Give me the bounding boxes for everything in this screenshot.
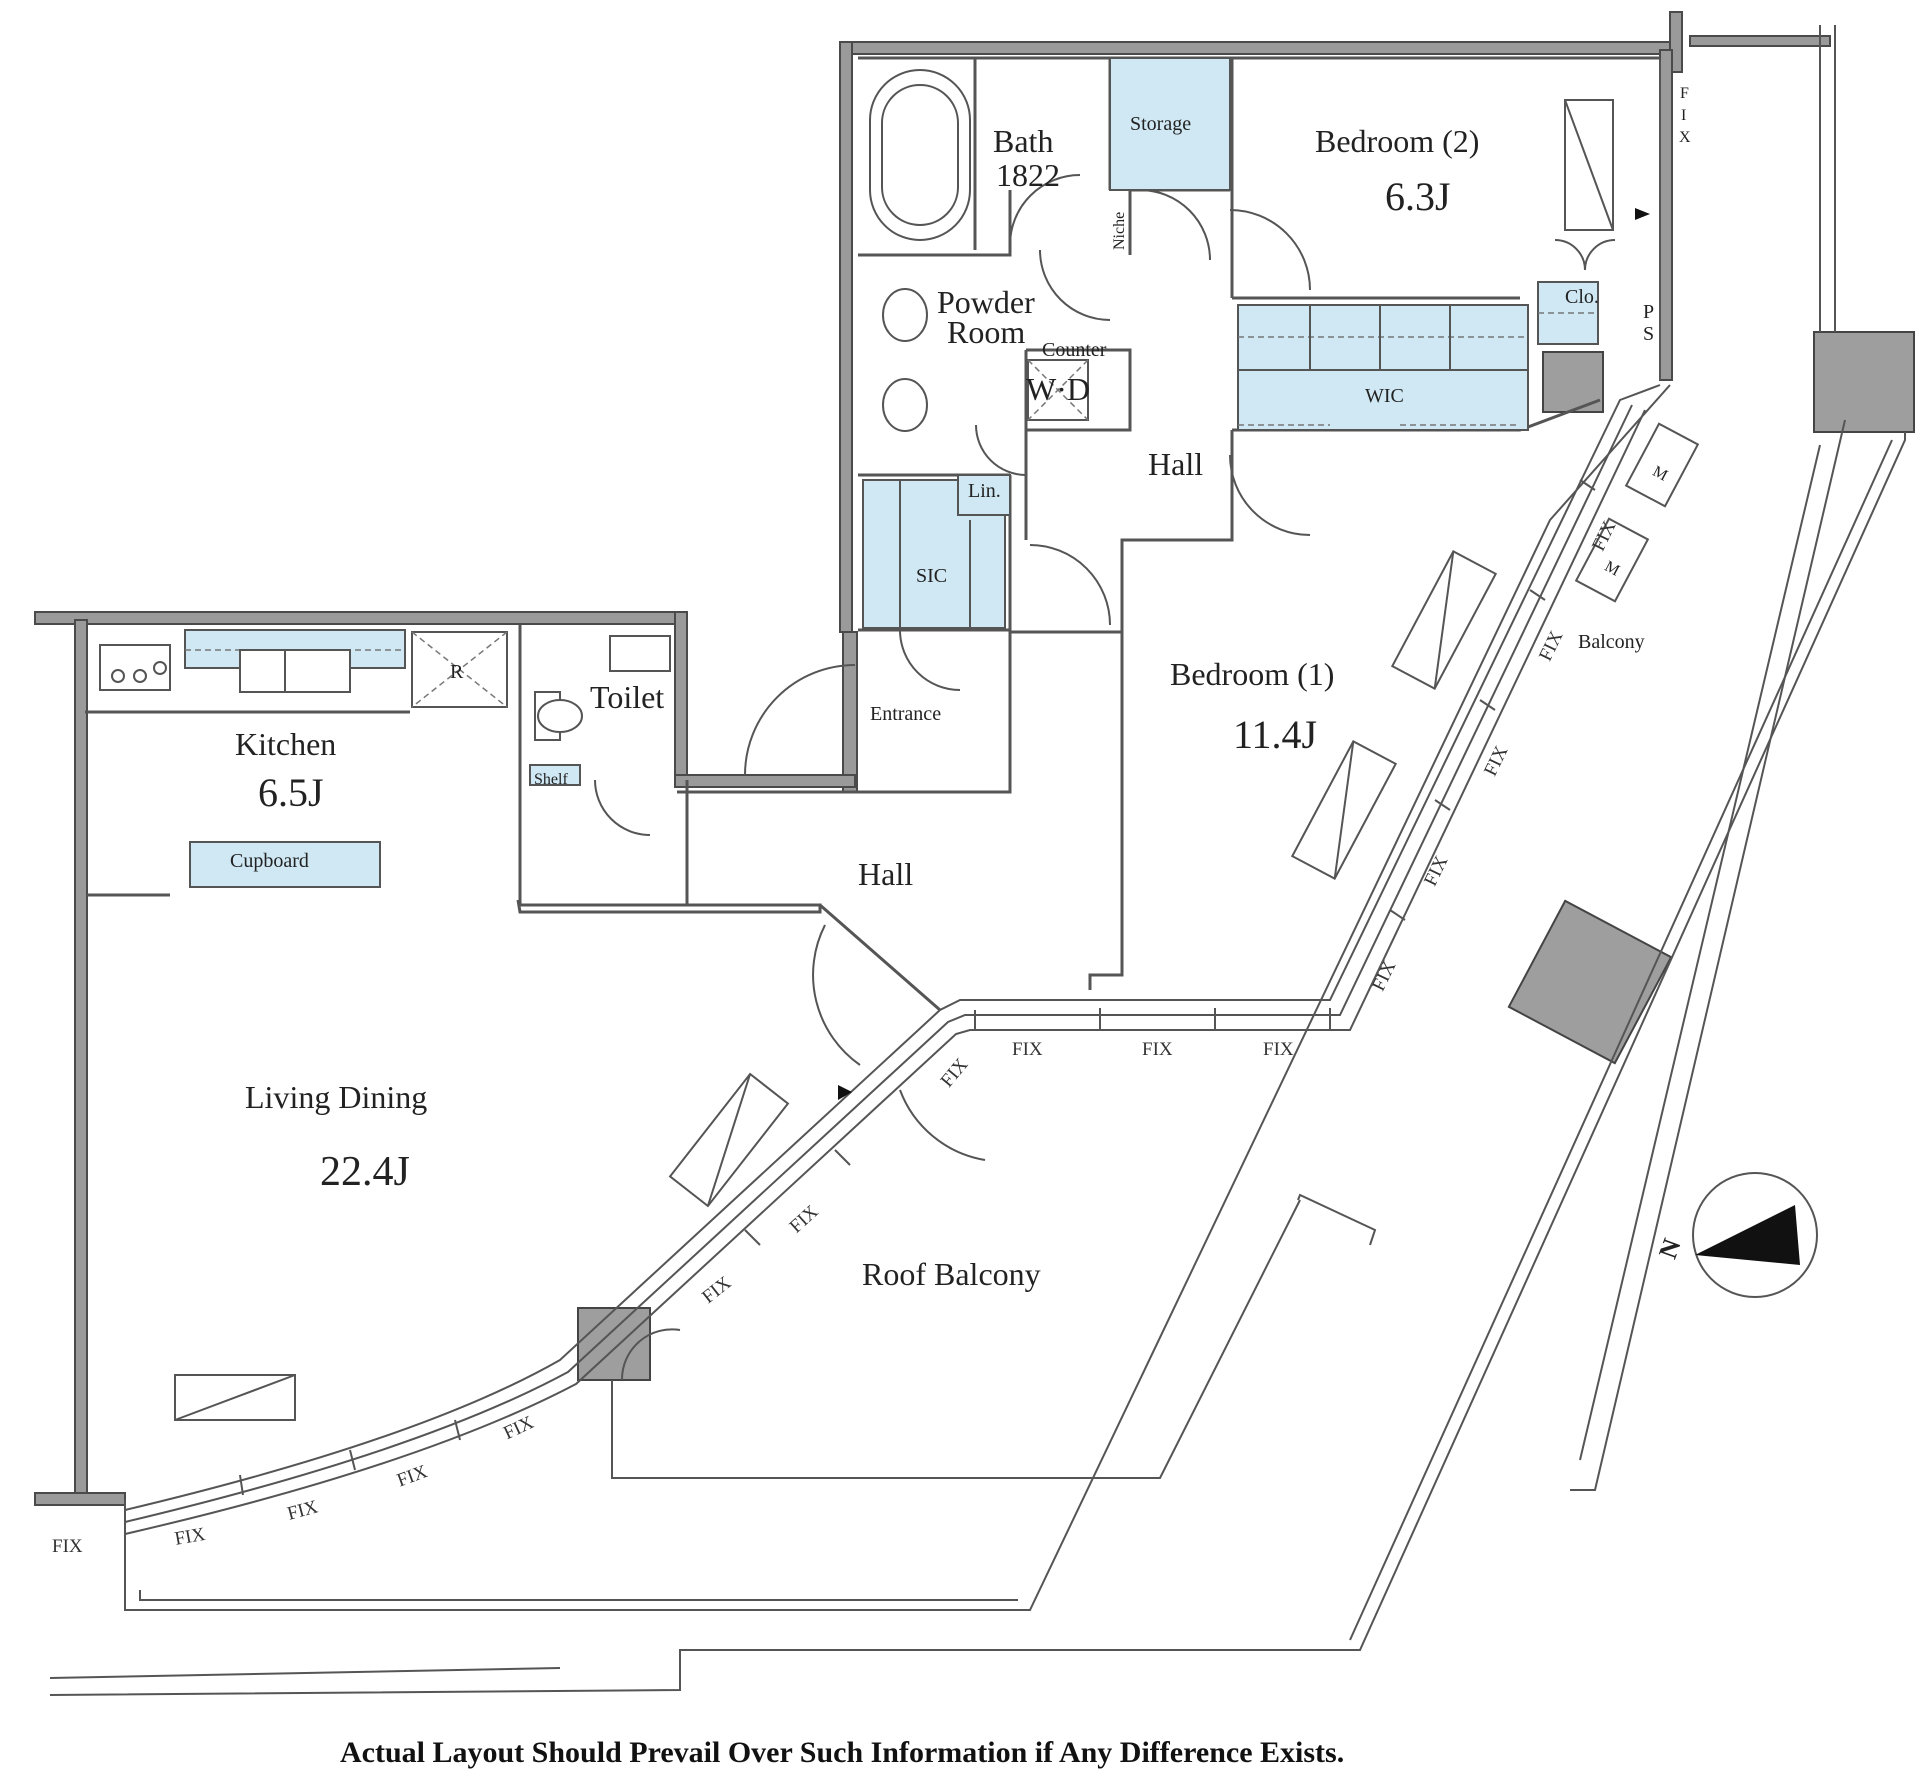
cupboard-label: Cupboard bbox=[230, 850, 309, 872]
column-right bbox=[1507, 899, 1673, 1065]
lin-label: Lin. bbox=[968, 480, 1001, 502]
fix-vertical-x: X bbox=[1679, 129, 1691, 146]
fix-label: FIX bbox=[394, 1461, 430, 1491]
outer-walls bbox=[34, 11, 1915, 1506]
fix-vertical-f: F bbox=[1680, 85, 1689, 102]
powder-room-label-line1: Powder bbox=[937, 284, 1035, 320]
column-living bbox=[577, 1307, 651, 1381]
compass: N bbox=[1653, 1172, 1818, 1298]
room-labels: Bath 1822 Storage Bedroom (2) 6.3J Niche… bbox=[230, 113, 1670, 1292]
niche-label: Niche bbox=[1111, 212, 1128, 250]
bathtub-inner bbox=[881, 84, 959, 226]
sink-1 bbox=[882, 288, 928, 342]
toilet-label: Toilet bbox=[590, 679, 664, 715]
burner-1 bbox=[111, 669, 125, 683]
ps-label-line1: P bbox=[1643, 301, 1654, 323]
m-unit-label-1: M bbox=[1650, 463, 1671, 485]
kitchen-top-wall bbox=[34, 611, 686, 625]
fix-label: FIX bbox=[1420, 852, 1452, 889]
storage-label: Storage bbox=[1130, 113, 1191, 135]
wic-label: WIC bbox=[1365, 385, 1404, 407]
lin-storage bbox=[957, 474, 1011, 516]
roof-balcony-label: Roof Balcony bbox=[862, 1256, 1041, 1292]
left-bottom-wall bbox=[34, 1492, 126, 1506]
sink-2 bbox=[882, 378, 928, 432]
roof-balcony-outlines bbox=[49, 25, 1906, 1696]
fix-label: FIX bbox=[1012, 1039, 1043, 1060]
kitchen-label: Kitchen bbox=[235, 726, 336, 762]
top-balcony-wall bbox=[1689, 35, 1831, 47]
refrigerator-label: R bbox=[450, 661, 464, 683]
fix-label: FIX bbox=[937, 1054, 973, 1091]
curved-facade bbox=[124, 60, 1671, 1611]
kitchen-size-label: 6.5J bbox=[258, 770, 324, 815]
wic-storage bbox=[1237, 304, 1529, 431]
living-dining-size-label: 22.4J bbox=[320, 1149, 410, 1195]
counter-label: Counter bbox=[1042, 339, 1107, 361]
m-unit-2 bbox=[1574, 517, 1650, 603]
m-unit-label-2: M bbox=[1602, 558, 1623, 580]
column-top-right bbox=[1813, 331, 1915, 433]
sic-label: SIC bbox=[916, 565, 947, 587]
upper-left-wall bbox=[839, 41, 853, 633]
bath-size-label: 1822 bbox=[996, 157, 1060, 193]
fix-label: FIX bbox=[1368, 957, 1400, 994]
fix-label: FIX bbox=[173, 1524, 207, 1550]
bath-label: Bath bbox=[993, 123, 1053, 159]
fix-labels: FIX FIX FIX FIX FIX FIX FIX FIX FIX FIX … bbox=[52, 85, 1691, 1557]
shelf-storage bbox=[529, 764, 581, 786]
kitchen-sink bbox=[239, 649, 351, 693]
fix-label: FIX bbox=[52, 1536, 83, 1557]
left-wall bbox=[74, 619, 88, 1506]
cupboard-storage bbox=[189, 841, 381, 888]
disclaimer-text: Actual Layout Should Prevail Over Such I… bbox=[340, 1736, 1344, 1769]
bedroom1-label: Bedroom (1) bbox=[1170, 656, 1334, 692]
wd-label: W·D bbox=[1026, 371, 1090, 407]
toilet-bowl bbox=[537, 699, 583, 733]
ps-label-line2: S bbox=[1643, 323, 1654, 345]
kitchen-right-wall bbox=[674, 611, 688, 783]
living-marker-icon bbox=[838, 1085, 852, 1100]
fix-label: FIX bbox=[285, 1496, 320, 1524]
clo-label: Clo. bbox=[1565, 286, 1599, 308]
bedroom2-size-label: 6.3J bbox=[1385, 174, 1451, 219]
top-wall bbox=[839, 41, 1676, 55]
entry-marker-icon bbox=[1635, 208, 1650, 220]
fix-label: FIX bbox=[1142, 1039, 1173, 1060]
m-unit-1 bbox=[1624, 422, 1700, 508]
balcony-label: Balcony bbox=[1578, 631, 1645, 653]
compass-needle-icon bbox=[1695, 1205, 1800, 1265]
compass-north-label: N bbox=[1653, 1235, 1687, 1263]
entrance-wall bbox=[842, 631, 858, 793]
hall-lower-label: Hall bbox=[858, 856, 913, 892]
bedroom2-right-wall bbox=[1659, 49, 1673, 381]
burner-2 bbox=[133, 669, 147, 683]
window-dividers bbox=[239, 479, 1596, 1496]
doors bbox=[594, 174, 1616, 1381]
fix-label: FIX bbox=[698, 1272, 735, 1308]
bedroom2-label: Bedroom (2) bbox=[1315, 123, 1479, 159]
burner-3 bbox=[153, 661, 167, 675]
fixtures bbox=[99, 69, 1700, 1421]
living-dining-label: Living Dining bbox=[245, 1079, 427, 1115]
storage-closet bbox=[1109, 57, 1231, 191]
toilet-bottom-wall bbox=[674, 774, 856, 788]
bedroom1-size-label: 11.4J bbox=[1233, 712, 1317, 757]
fix-vertical-i: I bbox=[1681, 107, 1686, 124]
fix-label: FIX bbox=[1263, 1039, 1294, 1060]
entrance-label: Entrance bbox=[870, 703, 941, 725]
hall-upper-label: Hall bbox=[1148, 446, 1203, 482]
fix-label: FIX bbox=[786, 1201, 823, 1237]
toilet-counter bbox=[609, 635, 671, 672]
shelf-label: Shelf bbox=[534, 771, 568, 788]
powder-room-label-line2: Room bbox=[947, 314, 1025, 350]
